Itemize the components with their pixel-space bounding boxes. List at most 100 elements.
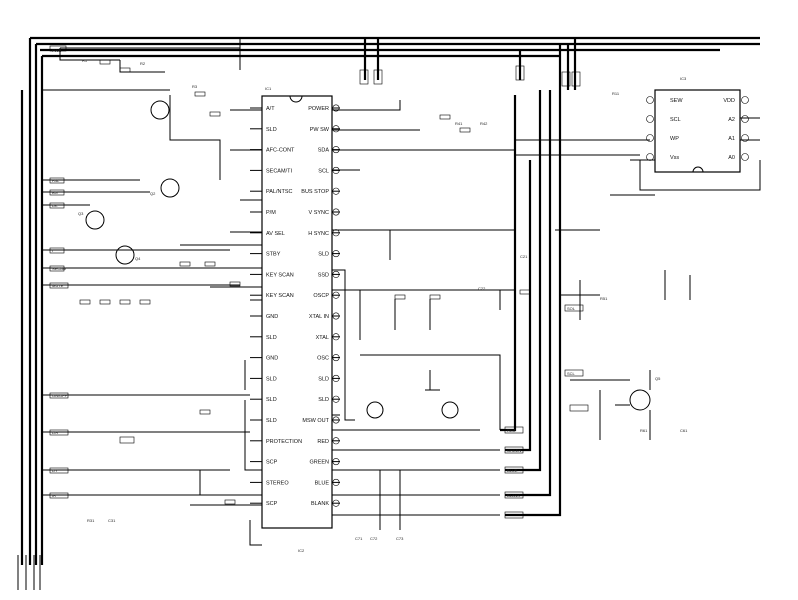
ic-pin-label: SLD	[266, 376, 277, 382]
ic-pin-label: AFC-CONT	[266, 148, 295, 154]
ic-pin-label: SLD	[266, 418, 277, 424]
eeprom-pin-marker	[646, 153, 654, 161]
left-connector-label: ON/OFF	[52, 393, 68, 398]
eeprom-ic	[654, 89, 741, 173]
svg-text:R41: R41	[455, 121, 463, 126]
top-drops	[239, 38, 581, 90]
ic-pin-label: SLD	[266, 335, 277, 341]
ic-pin-label: XTAL IN	[309, 314, 329, 320]
right-connector-label: GREEN	[507, 448, 521, 453]
ic-pin-label: PW SW	[310, 127, 330, 133]
svg-text:R31: R31	[87, 518, 95, 523]
ic-pin-label: BLUE	[315, 480, 330, 486]
ic-pin-marker	[332, 312, 340, 320]
ic-pin-marker	[332, 104, 340, 112]
ic-pin-marker	[332, 354, 340, 362]
ic-pin-marker	[332, 437, 340, 445]
left-connector-label: BG	[52, 190, 58, 195]
svg-text:C22: C22	[478, 286, 486, 291]
ic-pin-label: GND	[266, 356, 278, 362]
ic-pin-label: SECAM/TI	[266, 168, 292, 174]
eeprom-pin-label: A2	[728, 117, 735, 123]
svg-text:R1: R1	[82, 58, 88, 63]
ic-pin-label: SSD	[318, 272, 329, 278]
eeprom-pin-marker	[741, 115, 749, 123]
left-connector-label: IR	[52, 493, 56, 498]
ic-pin-marker	[332, 478, 340, 486]
ic-pin-label: STBY	[266, 252, 281, 258]
ic-pin-label: SLD	[266, 397, 277, 403]
ic-pin-marker	[332, 250, 340, 258]
svg-text:Q2: Q2	[150, 191, 156, 196]
left-signal-rows	[42, 48, 262, 546]
eeprom-pin-label: A1	[728, 136, 735, 142]
ic-pin-label: H SYNC	[308, 231, 329, 237]
transistors	[85, 100, 651, 419]
passive-components	[49, 45, 589, 519]
ic-pin-label: GREEN	[309, 460, 329, 466]
svg-text:R51: R51	[600, 296, 608, 301]
svg-text:R2: R2	[140, 61, 146, 66]
left-connector-label: SECAM	[52, 266, 66, 271]
ic-pin-marker	[332, 291, 340, 299]
annotations: IC1 IC2 IC3 R11 R41 R42 C21 C22 R51 Q5 R…	[78, 58, 688, 553]
ic-pin-label: SCL	[318, 168, 329, 174]
left-bus	[17, 38, 44, 590]
ic-pin-label: XTAL	[316, 335, 329, 341]
right-connector-label: RED	[507, 428, 516, 433]
svg-text:C73: C73	[396, 536, 404, 541]
eeprom-pin-label: Vss	[670, 155, 679, 161]
svg-text:C21: C21	[520, 254, 528, 259]
eeprom-pin-label: VDD	[723, 98, 735, 104]
svg-text:R61: R61	[640, 428, 648, 433]
ic-pin-label: SLD	[318, 397, 329, 403]
left-connector-label: I	[52, 248, 53, 253]
svg-text:R11: R11	[612, 91, 620, 96]
ic-pin-marker	[332, 416, 340, 424]
svg-text:IC1: IC1	[265, 86, 272, 91]
ic-pin-label: POWER	[308, 106, 329, 112]
ic-pin-marker	[332, 208, 340, 216]
ic-pin-label: SCP	[266, 501, 278, 507]
ic-pin-label: SLD	[266, 127, 277, 133]
svg-text:Q3: Q3	[78, 211, 84, 216]
left-connector-label: L/R	[52, 430, 58, 435]
right-connector-label: SCL	[567, 371, 576, 376]
ic-pin-marker	[332, 125, 340, 133]
right-connector-label: BLUE	[507, 468, 518, 473]
ic-pin-label: AV SEL	[266, 231, 285, 237]
ic-pin-label: A/T	[266, 106, 275, 112]
ic-pin-label: PAL/NTSC	[266, 189, 293, 195]
eeprom-pin-marker	[741, 153, 749, 161]
left-connector-label: MUTE	[52, 283, 64, 288]
svg-text:Q4: Q4	[135, 256, 141, 261]
main-ic	[261, 95, 333, 529]
ic-pin-label: PROTECTION	[266, 439, 302, 445]
svg-text:C71: C71	[355, 536, 363, 541]
svg-text:IC2: IC2	[298, 548, 305, 553]
right-connector-label: BLANK	[507, 493, 520, 498]
ic-pin-label: RED	[317, 439, 329, 445]
ic-pin-marker	[332, 270, 340, 278]
ic-pin-label: KEY SCAN	[266, 293, 294, 299]
top-bus	[30, 36, 760, 58]
left-connector-label: PAL	[52, 178, 60, 183]
ic-pin-label: P/M	[266, 210, 276, 216]
ic-pin-marker	[332, 187, 340, 195]
eeprom-pin-marker	[646, 96, 654, 104]
eeprom-pin-label: SCL	[670, 117, 681, 123]
svg-text:IC3: IC3	[680, 76, 687, 81]
ic-pin-marker	[332, 395, 340, 403]
ic-pin-label: SLD	[318, 252, 329, 258]
ic-pin-label: MSW OUT	[302, 418, 329, 424]
ic-pin-label: KEY SCAN	[266, 272, 294, 278]
svg-text:C61: C61	[680, 428, 688, 433]
ic-pin-label: V SYNC	[309, 210, 330, 216]
ic-pin-label: OSC	[317, 356, 329, 362]
eeprom-pin-label: WP	[670, 136, 679, 142]
